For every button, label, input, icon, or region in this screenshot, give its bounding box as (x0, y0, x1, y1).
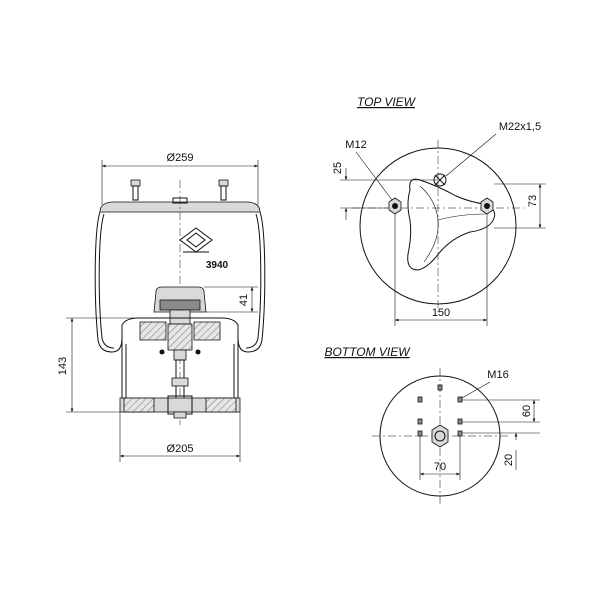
bottom-view-title: BOTTOM VIEW (324, 345, 411, 359)
part-number: 3940 (206, 260, 229, 271)
top-dim-bottom: 150 (432, 307, 450, 319)
bumper (153, 286, 207, 325)
diameter-bottom-label: Ø205 (167, 443, 194, 455)
diameter-top-dimension: Ø259 (101, 152, 259, 205)
diameter-top-label: Ø259 (167, 152, 194, 164)
piston (119, 317, 241, 419)
bolt-hole-right (480, 197, 494, 215)
height-dimension: 143 (57, 317, 138, 413)
piston-offset-label: 41 (238, 294, 250, 306)
bottom-view: BOTTOM VIEW M16 60 20 (324, 345, 540, 504)
air-fitting-label: M22x1,5 (499, 121, 541, 133)
top-dim-left: 25 (332, 162, 344, 174)
air-bellows (94, 211, 266, 353)
clamp-plate (407, 178, 496, 271)
bottom-holes (417, 384, 463, 437)
bottom-dim-bottom: 70 (434, 461, 446, 473)
top-bolt-label: M12 (345, 139, 366, 151)
logo-icon (179, 227, 213, 253)
bottom-bolt-label: M16 (487, 369, 508, 381)
top-dim-right: 73 (527, 195, 539, 207)
top-view: TOP VIEW M12 M22x1,5 25 (332, 95, 546, 326)
side-view: Ø259 3940 (57, 152, 266, 462)
diameter-bottom-dimension: Ø205 (119, 412, 241, 462)
height-label: 143 (57, 357, 69, 375)
center-nut-icon (431, 424, 449, 448)
piston-offset-dimension: 41 (204, 286, 258, 313)
top-view-title: TOP VIEW (357, 95, 417, 109)
bottom-dim-right-lower: 20 (503, 454, 515, 466)
bottom-dim-right-upper: 60 (521, 405, 533, 417)
top-studs (130, 179, 229, 201)
bolt-hole-left (388, 197, 402, 215)
